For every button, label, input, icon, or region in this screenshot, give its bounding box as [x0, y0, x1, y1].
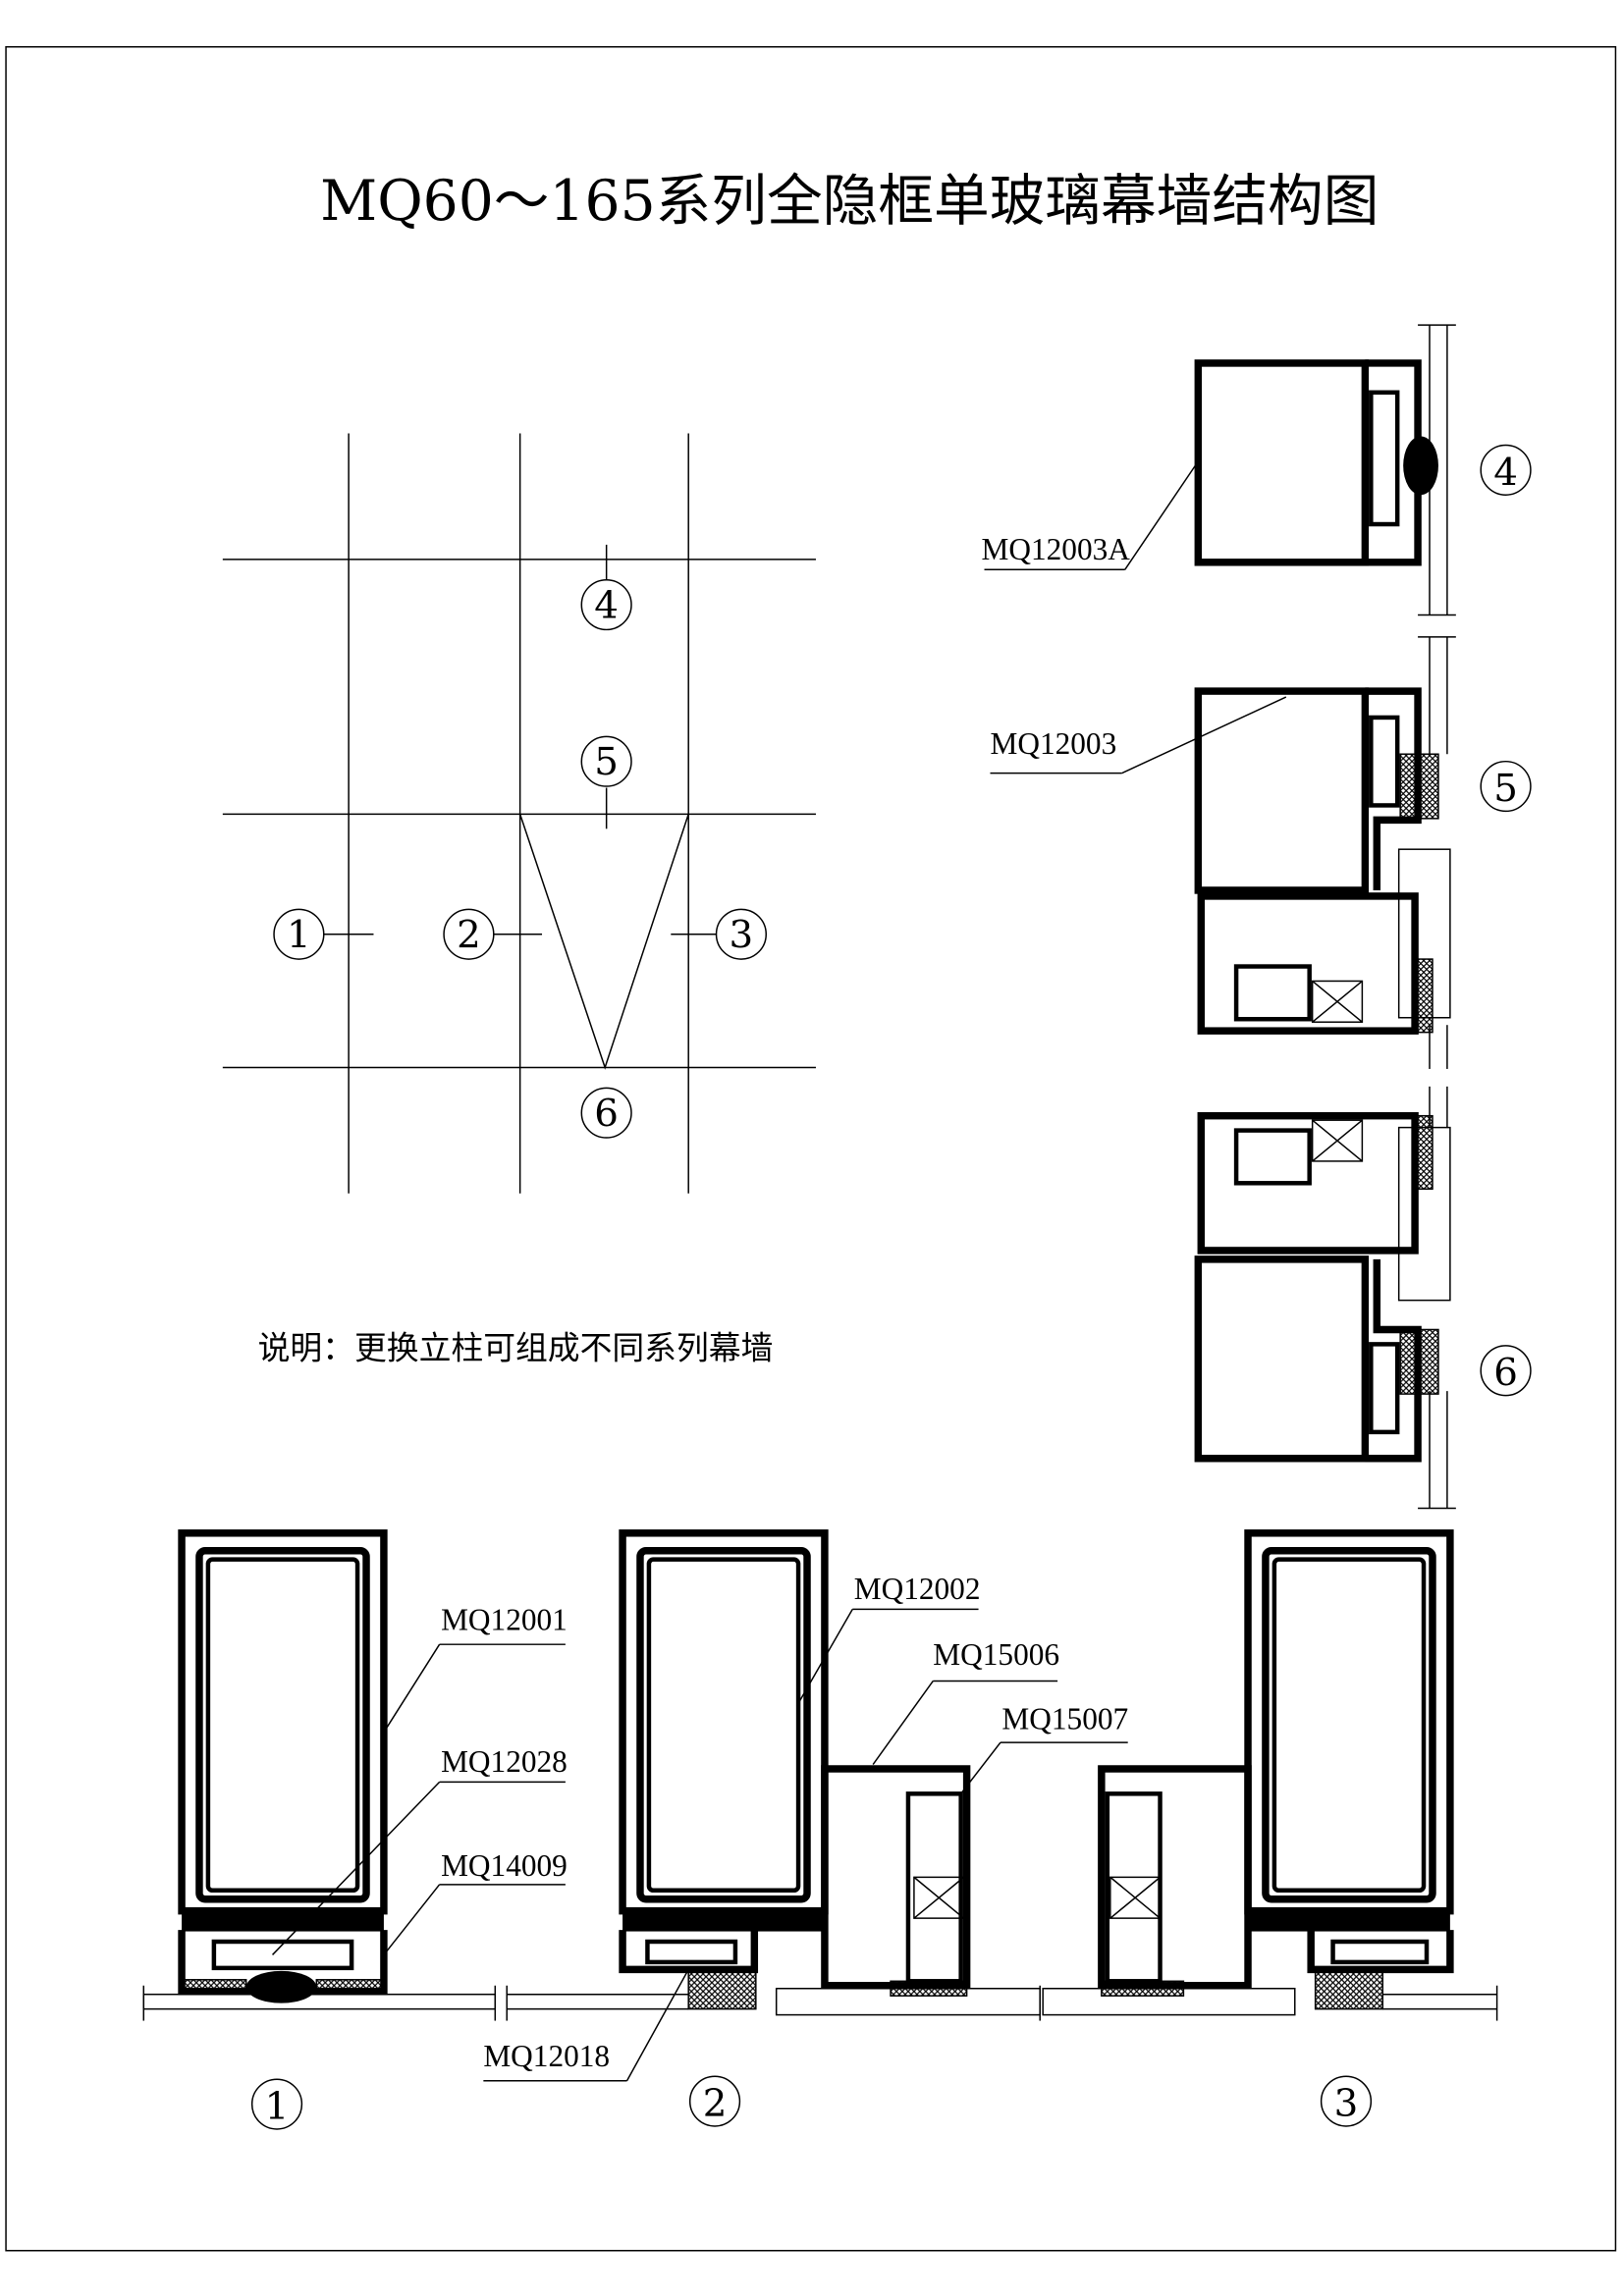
detail-label-5: 5: [1480, 760, 1532, 813]
section-marker-1[interactable]: 1: [273, 908, 325, 960]
section-marker-2[interactable]: 2: [443, 908, 495, 960]
svg-text:1: 1: [265, 2085, 290, 2129]
detail-label-3: 3: [1320, 2075, 1373, 2127]
svg-text:5: 5: [1493, 767, 1518, 811]
part-label-mq12002: MQ12002: [854, 1572, 981, 1606]
sheet-border: [5, 45, 1617, 2252]
section-marker-6[interactable]: 6: [580, 1087, 632, 1139]
svg-text:4: 4: [1493, 451, 1518, 495]
detail-label-2: 2: [688, 2075, 741, 2127]
marker-label: 4: [594, 584, 619, 628]
marker-label: 5: [594, 740, 619, 784]
part-label-mq12001: MQ12001: [441, 1602, 568, 1636]
part-label-mq14009: MQ14009: [441, 1848, 568, 1883]
detail-6-section: [1194, 1086, 1456, 1510]
part-label-mq15006: MQ15006: [933, 1637, 1059, 1672]
detail-label-4: 4: [1480, 444, 1532, 496]
svg-text:3: 3: [1334, 2082, 1359, 2126]
part-label-mq12028: MQ12028: [441, 1744, 568, 1779]
marker-label: 3: [730, 913, 754, 957]
part-label-mq12018: MQ12018: [483, 2039, 610, 2073]
elevation-grid: [222, 433, 816, 1194]
marker-label: 2: [457, 913, 481, 957]
svg-text:6: 6: [1493, 1351, 1518, 1395]
note-text: 说明：更换立柱可组成不同系列幕墙: [258, 1329, 774, 1366]
detail-5-section: [1194, 636, 1456, 1069]
section-3-plan: [1042, 1533, 1498, 2021]
marker-label: 6: [594, 1092, 619, 1136]
section-marker-4[interactable]: 4: [580, 578, 632, 631]
detail-label-6: 6: [1480, 1345, 1532, 1397]
section-2-plan: [506, 1533, 1041, 2021]
section-marker-3[interactable]: 3: [715, 908, 768, 960]
part-label-mq15007: MQ15007: [1001, 1702, 1128, 1736]
marker-label: 1: [287, 913, 311, 957]
page-title: MQ60～165系列全隐框单玻璃幕墙结构图: [320, 169, 1379, 234]
detail-label-1: 1: [250, 2078, 303, 2130]
section-marker-5[interactable]: 5: [580, 735, 632, 787]
part-label-mq12003: MQ12003: [990, 726, 1116, 761]
svg-text:2: 2: [703, 2082, 728, 2126]
part-label-mq12003a: MQ12003A: [982, 532, 1131, 566]
detail-4-section: [1194, 324, 1456, 616]
section-1-plan: [142, 1533, 497, 2021]
